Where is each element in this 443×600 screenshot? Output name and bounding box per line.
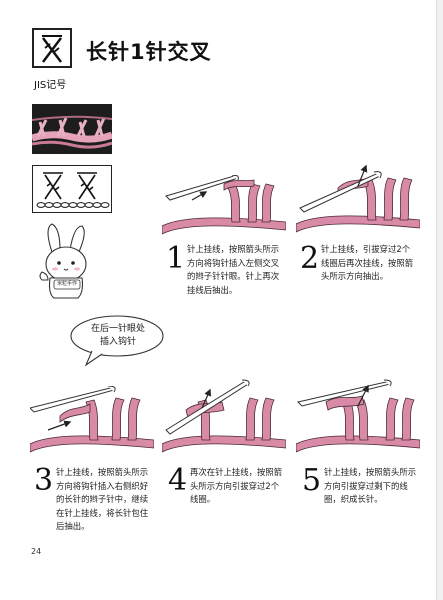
step-4-illustration <box>161 378 287 456</box>
crossed-stitch-symbol-icon <box>32 28 72 68</box>
rabbit-tag-text: 米粒手作 <box>56 281 77 287</box>
page-title: 长针1针交叉 <box>86 40 212 64</box>
step-5-illustration <box>295 372 421 456</box>
step-3-illustration <box>29 385 155 456</box>
step-4-number: 4 <box>168 463 188 498</box>
rabbit-mascot-illustration: 米粒手作 <box>30 222 100 302</box>
step-1-text: 针上挂线，按照箭头所示 方向将钩针插入左侧交叉 的辫子针针眼。针上再次 挂线后抽… <box>187 244 280 295</box>
step-2-illustration <box>295 160 421 236</box>
step-5-number: 5 <box>302 463 322 498</box>
step-2-number: 2 <box>300 241 320 276</box>
bubble-line-2: 插入钩针 <box>99 337 136 347</box>
stitch-sample-photo <box>32 104 112 154</box>
step-4-text: 再次在针上挂线，按照箭 头所示方向引拔穿过2个 线圈。 <box>190 467 283 504</box>
step-1-illustration <box>161 172 287 236</box>
step-2-text: 针上挂线，引拔穿过2个 线圈后再次挂线，按照箭 头所示方向抽出。 <box>321 244 414 281</box>
stitch-chart-diagram <box>32 165 112 213</box>
step-5-text: 针上挂线，按照箭头所示 方向引拔穿过剩下的线 圈，织成长针。 <box>324 467 417 504</box>
step-3-number: 3 <box>34 463 54 498</box>
speech-bubble: 在后一针眼处 插入钩针 <box>68 313 166 367</box>
book-spine-edge <box>436 0 443 600</box>
bubble-line-1: 在后一针眼处 <box>90 324 145 334</box>
page-number: 24 <box>31 547 42 556</box>
step-1-number: 1 <box>166 241 186 276</box>
step-3-text: 针上挂线，按照箭头所示 方向将钩针插入右侧织好 的长针的辫子针中，继续 在针上挂… <box>56 467 149 531</box>
jis-symbol-label: JIS记号 <box>34 80 67 91</box>
